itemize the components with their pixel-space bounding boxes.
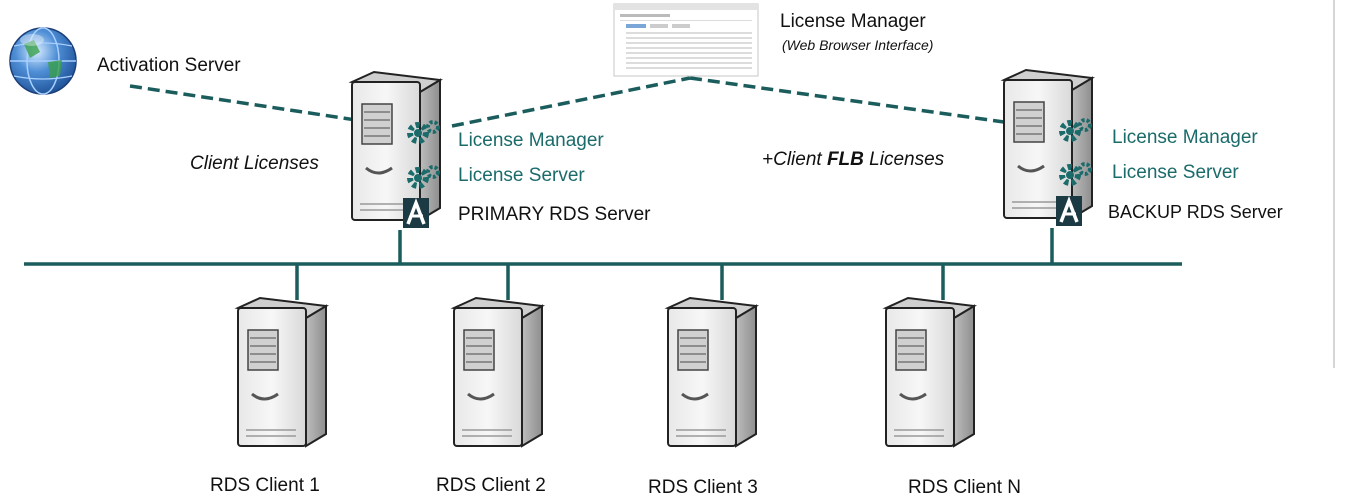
primary-role-label: PRIMARY RDS Server	[458, 204, 651, 225]
server-tower-icon	[350, 70, 442, 222]
primary-service-license-manager: License Manager	[458, 130, 604, 151]
backup-side-note: +Client FLB Licenses	[762, 150, 944, 169]
license-manager-to-backup-link	[689, 76, 1005, 124]
primary-service-license-server: License Server	[458, 165, 585, 186]
app-logo-icon	[401, 196, 431, 230]
server-tower-icon	[452, 296, 544, 448]
activation-link	[129, 84, 357, 122]
primary-to-license-manager-link	[451, 76, 691, 128]
backup-service-license-server: License Server	[1112, 162, 1239, 183]
backup-side-note-prefix: +Client	[762, 149, 827, 170]
backup-server	[1002, 68, 1094, 228]
license-manager-ui-title: License Manager	[780, 11, 926, 32]
server-tower-icon	[236, 296, 328, 448]
client-label-n: RDS Client N	[908, 477, 1021, 498]
client-servers	[236, 296, 976, 448]
app-logo-icon	[1054, 194, 1084, 228]
server-tower-icon	[1002, 68, 1094, 220]
primary-server	[350, 70, 442, 230]
server-tower-icon	[666, 296, 758, 448]
client-label-2: RDS Client 2	[436, 475, 546, 496]
dashed-links	[129, 76, 1005, 128]
backup-service-license-manager: License Manager	[1112, 127, 1258, 148]
globe-icon	[9, 27, 77, 95]
license-manager-ui-subtitle: (Web Browser Interface)	[782, 37, 934, 53]
client-label-3: RDS Client 3	[648, 477, 758, 498]
client-label-1: RDS Client 1	[210, 475, 320, 496]
backup-role-label: BACKUP RDS Server	[1108, 202, 1283, 222]
backup-side-note-bold: FLB	[826, 149, 864, 170]
browser-screenshot-icon	[613, 3, 759, 77]
activation-server-label: Activation Server	[97, 55, 241, 76]
server-tower-icon	[884, 296, 976, 448]
page-edge-divider	[1333, 0, 1335, 368]
primary-side-note: Client Licenses	[190, 153, 319, 174]
network-bus	[24, 228, 1182, 300]
backup-side-note-suffix: Licenses	[863, 149, 945, 170]
